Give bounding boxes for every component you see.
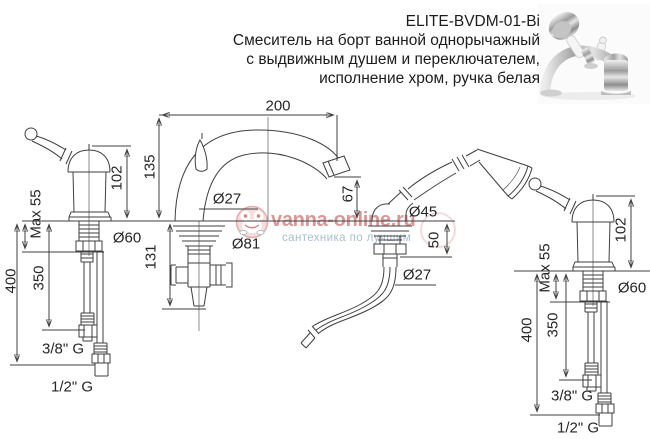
frog-icon <box>235 205 269 239</box>
description-line: с выдвижным душем и переключателем, <box>246 51 540 68</box>
dim-spout-shank-diameter: Ø27 <box>212 190 242 208</box>
product-photo <box>538 4 650 104</box>
dim-handle-height-right: 102 <box>612 217 630 243</box>
dim-shower-flange-diameter: Ø45 <box>408 203 438 221</box>
dim-supply-connection-right: 400 <box>518 317 536 343</box>
dim-hose-connection-left: 350 <box>30 265 48 291</box>
dimension-lines <box>17 115 631 411</box>
photo-handle <box>601 53 631 95</box>
photo-handshower <box>548 12 598 69</box>
watermark-circle <box>420 212 456 248</box>
left-valve-drawing <box>24 127 112 377</box>
dim-max-thickness-left: Max 55 <box>27 189 45 239</box>
description-line: исполнение хром, ручка белая <box>319 70 540 87</box>
handshower-drawing <box>300 148 533 349</box>
model-number: ELITE-BVDM-01-Bi <box>405 13 540 30</box>
dim-connection-small-right: 3/8" G <box>550 387 594 405</box>
dim-hose-connection-right: 350 <box>544 312 562 338</box>
dim-spout-height: 135 <box>141 154 159 180</box>
dim-connection-small-left: 3/8" G <box>41 340 85 358</box>
dim-outlet-height: 67 <box>339 185 357 203</box>
hose-drawing <box>300 266 397 349</box>
dim-hose-diameter: Ø27 <box>402 266 432 284</box>
deck-line <box>22 220 650 272</box>
dim-connection-large-right: 1/2" G <box>556 419 600 437</box>
header: ELITE-BVDM-01-Bi Смеситель на борт ванно… <box>110 12 540 88</box>
watermark-tagline: сантехника по лучшим <box>282 232 412 244</box>
extension-lines <box>10 114 635 416</box>
dim-handle-diameter-right: Ø60 <box>617 279 647 297</box>
dim-spout-reach: 200 <box>265 97 291 115</box>
dim-flange-diameter: Ø81 <box>231 235 261 253</box>
dim-connection-large-left: 1/2" G <box>50 378 94 396</box>
dim-supply-connection-left: 400 <box>2 268 20 294</box>
dim-handle-height-left: 102 <box>108 165 126 191</box>
spout-drawing <box>170 117 351 331</box>
dim-handle-diameter-left: Ø60 <box>112 229 142 247</box>
description-line: Смеситель на борт ванной однорычажный <box>232 32 540 49</box>
dim-max-thickness-right: Max 55 <box>536 243 554 293</box>
dim-below-deck-length: 131 <box>142 244 160 270</box>
dim-shower-below-deck: 50 <box>425 231 443 249</box>
